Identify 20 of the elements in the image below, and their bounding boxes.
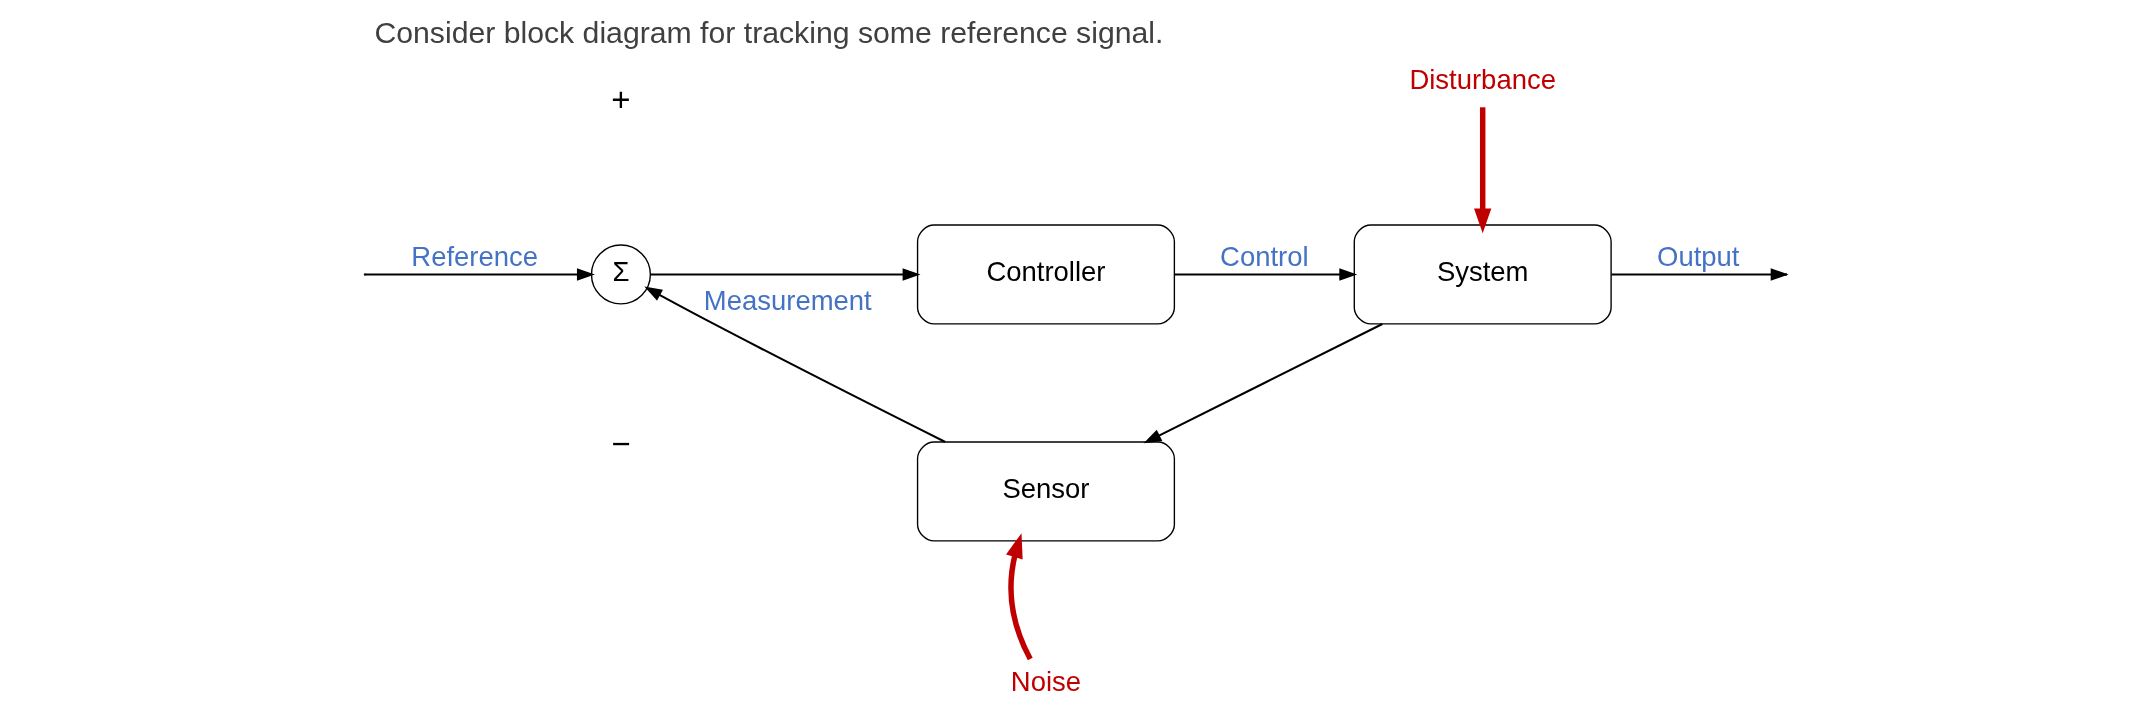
arrow: [1474, 107, 1492, 234]
node-box: Sensor: [916, 441, 1176, 542]
edge-label: Control: [1220, 241, 1309, 273]
node-text: Noise: [1010, 665, 1082, 697]
node-circle: Σ: [590, 244, 652, 305]
label: +: [611, 81, 631, 119]
arrow: [644, 286, 946, 443]
arrow: [650, 268, 921, 281]
arrow: [365, 268, 595, 281]
arrow: [1006, 533, 1033, 661]
arrow: [1174, 268, 1358, 281]
node-box: Controller: [916, 224, 1176, 325]
node-box: System: [1353, 224, 1612, 325]
edge-label: Reference: [411, 241, 538, 273]
arrow: [1143, 323, 1383, 444]
diagram-title: Consider block diagram for tracking some reference signal.: [374, 16, 1164, 50]
label: −: [611, 424, 631, 462]
node-text: Disturbance: [1409, 64, 1556, 96]
edge-label: Output: [1657, 241, 1740, 273]
edge-label: Measurement: [703, 285, 872, 317]
